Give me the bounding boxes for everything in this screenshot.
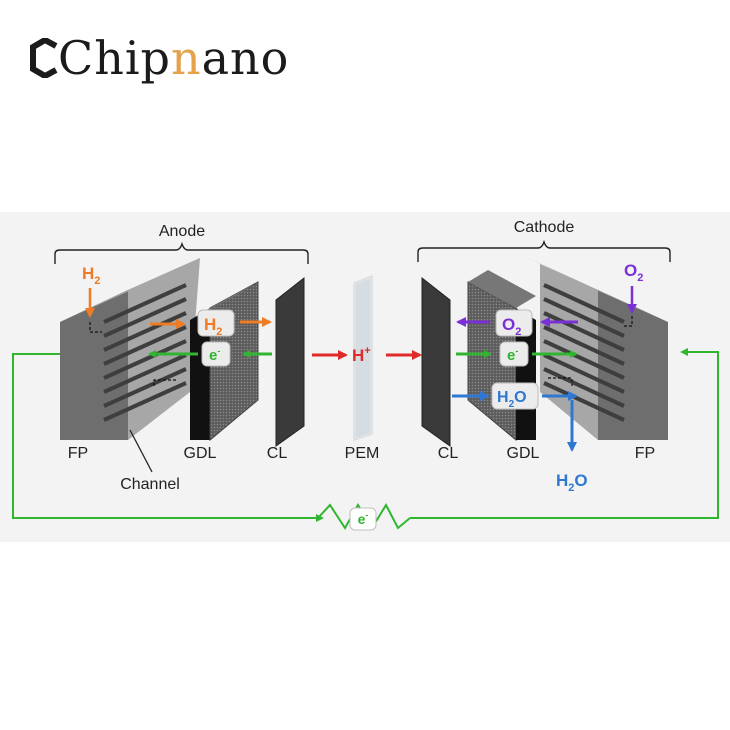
label-cl-right: CL	[438, 445, 459, 462]
proton-label: H+	[352, 345, 371, 365]
cathode-h2o-label: H2O	[497, 389, 527, 410]
o2-inlet-label: O2	[624, 261, 643, 284]
anode-electron-label: e-	[209, 346, 220, 364]
cathode-electron-badge	[499, 341, 529, 367]
anode-electron-badge	[201, 341, 231, 367]
cathode-h2o-badge	[491, 382, 539, 410]
h2-inlet-label: H2	[82, 264, 100, 287]
label-pem: PEM	[345, 445, 380, 462]
anode-h2-label: H2	[204, 315, 222, 338]
label-gdl-left: GDL	[184, 445, 217, 462]
cathode-label: Cathode	[514, 219, 575, 236]
circuit-electron-label: e-	[358, 510, 369, 527]
anode-label: Anode	[159, 223, 205, 240]
circuit-wire-left	[12, 353, 318, 519]
brand-name: Chipnano	[58, 31, 290, 85]
left-flow-plate	[60, 258, 200, 440]
channel-callout-line	[129, 429, 153, 473]
hexagon-c-icon	[30, 38, 58, 78]
cathode-o2-label: O2	[502, 315, 521, 338]
anode-bracket	[54, 241, 309, 264]
label-cl-left: CL	[267, 445, 288, 462]
circuit-electron-badge	[349, 507, 377, 531]
h2o-outlet-label: H2O	[556, 471, 588, 494]
anode-h2-badge	[197, 309, 235, 337]
label-channel: Channel	[120, 476, 180, 493]
label-fp-right: FP	[635, 445, 655, 462]
cathode-electron-label: e-	[507, 346, 518, 364]
label-gdl-right: GDL	[507, 445, 540, 462]
label-fp-left: FP	[68, 445, 88, 462]
left-catalyst-layer	[275, 276, 305, 447]
brand-logo: Chipnano	[30, 28, 289, 88]
circuit-wire-right	[410, 348, 719, 519]
cathode-bracket	[417, 239, 671, 262]
right-catalyst-layer	[421, 276, 451, 447]
cathode-o2-badge	[495, 309, 533, 337]
